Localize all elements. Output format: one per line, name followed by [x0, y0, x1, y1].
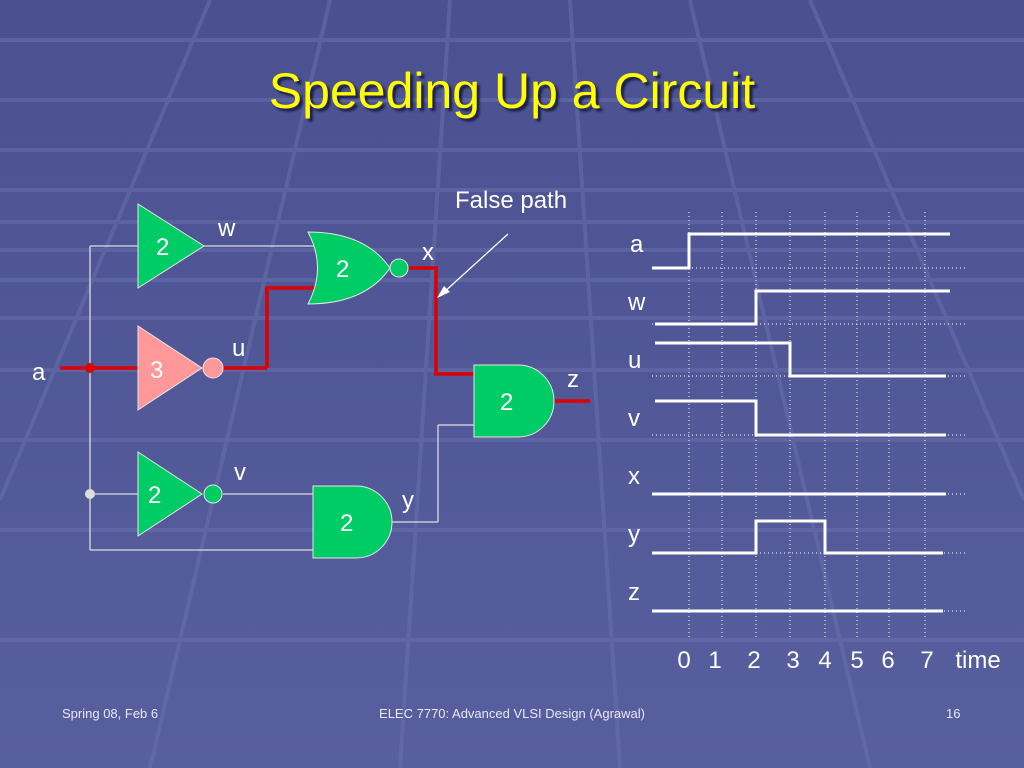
- signal-z-label: z: [567, 366, 579, 393]
- time-tick-label: 7: [920, 647, 933, 674]
- timing-signal-label: w: [627, 289, 646, 316]
- timing-signal-label: a: [630, 231, 644, 258]
- inverter-bottom-delay-label: 2: [148, 482, 161, 509]
- timing-signal-label: v: [628, 405, 640, 432]
- waveform-v: [655, 399, 946, 437]
- time-axis-label: time: [955, 647, 1000, 674]
- buffer-delay-label: 2: [156, 234, 169, 261]
- time-tick-label: 3: [786, 647, 799, 674]
- signal-x-label: x: [422, 239, 434, 266]
- signal-v-label: v: [234, 459, 246, 486]
- signal-y-label: y: [402, 487, 414, 514]
- waveform-w: [655, 289, 950, 326]
- timing-signal-label: z: [628, 579, 640, 606]
- timing-signal-label: x: [628, 463, 640, 490]
- junction-dot: [85, 363, 95, 373]
- timing-signal-label: y: [628, 521, 640, 548]
- footer-course: ELEC 7770: Advanced VLSI Design (Agrawal…: [379, 706, 645, 721]
- signal-w-label: w: [217, 215, 236, 242]
- inverter-bubble: [203, 484, 223, 504]
- time-tick-label: 2: [747, 647, 760, 674]
- and-z-delay-label: 2: [500, 389, 513, 416]
- inverter-gate-top: [137, 325, 203, 411]
- timing-signal-label: u: [628, 347, 641, 374]
- false-path-label: False path: [455, 187, 567, 214]
- signal-wires: [89, 245, 476, 551]
- slide-title: Speeding Up a Circuit: [268, 63, 756, 119]
- footer-date: Spring 08, Feb 6: [62, 706, 159, 721]
- inverter-bubble: [202, 357, 224, 379]
- and-gate-y: [312, 485, 393, 559]
- and-gate-z: [473, 364, 555, 438]
- inverter-gate-bottom: [137, 451, 203, 537]
- buffer-gate: [137, 203, 205, 289]
- timing-diagram: a w u v x y z 0 1 2 3 4 5 6 7 time: [627, 212, 1001, 674]
- nor-bubble: [389, 258, 409, 278]
- nor-gate: [307, 231, 391, 305]
- critical-path-wires: [60, 266, 590, 403]
- time-tick-label: 1: [708, 647, 721, 674]
- time-tick-label: 5: [850, 647, 863, 674]
- junction-dot: [85, 489, 95, 499]
- time-tick-label: 0: [677, 647, 690, 674]
- time-tick-label: 6: [881, 647, 894, 674]
- time-tick-label: 4: [818, 647, 831, 674]
- waveform-y: [652, 519, 943, 555]
- and-y-delay-label: 2: [340, 510, 353, 537]
- signal-u-label: u: [232, 335, 245, 362]
- inverter-top-delay-label: 3: [150, 357, 163, 384]
- input-a-label: a: [32, 359, 46, 386]
- waveform-u: [655, 341, 946, 378]
- false-path-arrow: [437, 233, 509, 298]
- footer-page-number: 16: [946, 706, 961, 721]
- circuit-diagram: 2 3 2 2 2 2 a w u v x y z False path: [32, 187, 590, 559]
- nor-delay-label: 2: [336, 256, 349, 283]
- waveform-a: [652, 232, 950, 270]
